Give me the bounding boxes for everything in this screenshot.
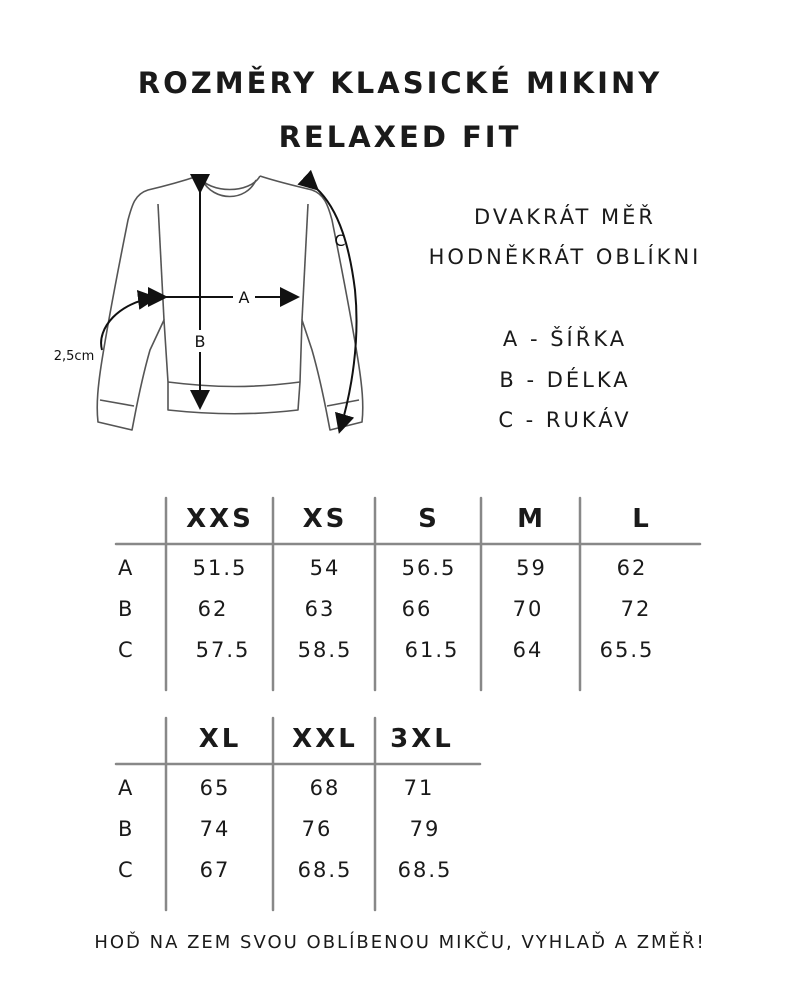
table-cell: 58.5 [297, 638, 353, 662]
table-cell: 68.5 [297, 858, 353, 882]
col-header: L [632, 504, 652, 534]
table-cell: 62 [616, 556, 648, 580]
col-header: S [418, 504, 440, 534]
table-cell: 66 [401, 597, 433, 621]
row-label: C [118, 858, 133, 882]
table-cell: 67 [199, 858, 231, 882]
label-offset: 2,5cm [54, 349, 95, 364]
table-cell: 71 [403, 776, 435, 800]
tagline-line1: DVAKRÁT MĚŘ [474, 205, 656, 229]
table-cell: 62 [197, 597, 229, 621]
legend-a: A - ŠÍŘKA [502, 327, 628, 351]
col-header: M [517, 504, 546, 534]
table-cell: 64 [512, 638, 544, 662]
col-header: XS [302, 504, 348, 534]
legend-c: C - RUKÁV [498, 408, 632, 432]
row-label: A [118, 556, 133, 580]
table-cell: 76 [301, 817, 333, 841]
table-cell: 68.5 [397, 858, 453, 882]
label-b: B [195, 332, 206, 351]
label-a: A [239, 288, 250, 307]
col-header: XL [198, 724, 242, 754]
tagline-line2: HODNĚKRÁT OBLÍKNI [428, 245, 702, 269]
table-cell: 54 [309, 556, 341, 580]
table-cell: 79 [409, 817, 441, 841]
col-header: 3XL [390, 724, 454, 754]
table-cell: 74 [199, 817, 231, 841]
table-cell: 61.5 [404, 638, 460, 662]
col-header: XXS [186, 504, 254, 534]
label-c: C [334, 231, 345, 250]
row-label: C [118, 638, 133, 662]
table-cell: 59 [516, 556, 547, 580]
table-cell: 63 [304, 597, 336, 621]
table-cell: 65 [199, 776, 231, 800]
row-label: B [118, 817, 133, 841]
table-cell: 57.5 [195, 638, 251, 662]
row-label: B [118, 597, 133, 621]
col-header: XXL [292, 724, 358, 754]
row-label: A [118, 776, 133, 800]
sweatshirt-diagram: A B C 2,5cm [54, 169, 364, 434]
table-cell: 70 [512, 597, 544, 621]
table-cell: 51.5 [192, 556, 248, 580]
table-cell: 68 [309, 776, 341, 800]
page-subtitle: RELAXED FIT [278, 120, 522, 154]
footer-instruction: HOĎ NA ZEM SVOU OBLÍBENOU MIKČU, VYHLAĎ … [94, 932, 706, 953]
table-cell: 72 [620, 597, 652, 621]
table-cell: 65.5 [599, 638, 655, 662]
table-cell: 56.5 [401, 556, 457, 580]
page-title: ROZMĚRY KLASICKÉ MIKINY [137, 66, 663, 100]
legend-b: B - DÉLKA [499, 368, 631, 392]
